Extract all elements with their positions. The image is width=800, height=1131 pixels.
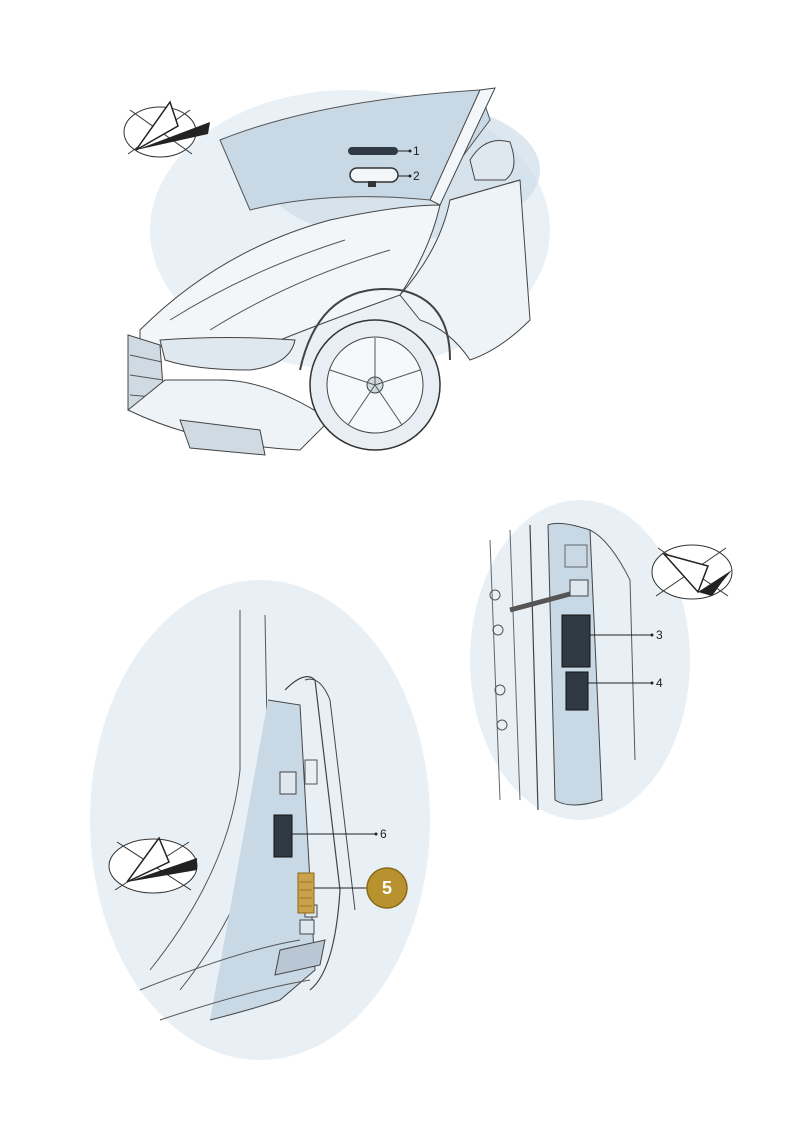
a-pillar-drawing: 6 5 (90, 580, 430, 1060)
label-sticker-6 (273, 814, 293, 858)
car-front-drawing: 1 2 (123, 87, 550, 456)
label-sticker-4 (565, 671, 589, 711)
car-front-view: 1 2 (100, 80, 550, 480)
view-direction-arrow-icon (108, 836, 198, 894)
callout-5-badge (366, 867, 408, 909)
label-sticker-5-highlighted (297, 872, 315, 914)
callout-3-label: 3 (656, 628, 663, 642)
b-pillar-drawing: 3 4 (470, 500, 733, 820)
callout-5-label: 5 (382, 878, 392, 898)
view-direction-arrow-icon (123, 100, 210, 158)
view-direction-arrow-icon (651, 544, 733, 600)
a-pillar-view: 6 5 (90, 580, 430, 1060)
rearview-mirror-sticker-2 (349, 167, 399, 183)
callout-6-label: 6 (380, 827, 387, 841)
label-sticker-3 (561, 614, 591, 668)
callout-4-label: 4 (656, 676, 663, 690)
callout-2-label: 2 (413, 169, 420, 183)
callout-1-label: 1 (413, 144, 420, 158)
b-pillar-view: 3 4 (470, 500, 770, 820)
windshield-sticker-1 (348, 147, 398, 155)
